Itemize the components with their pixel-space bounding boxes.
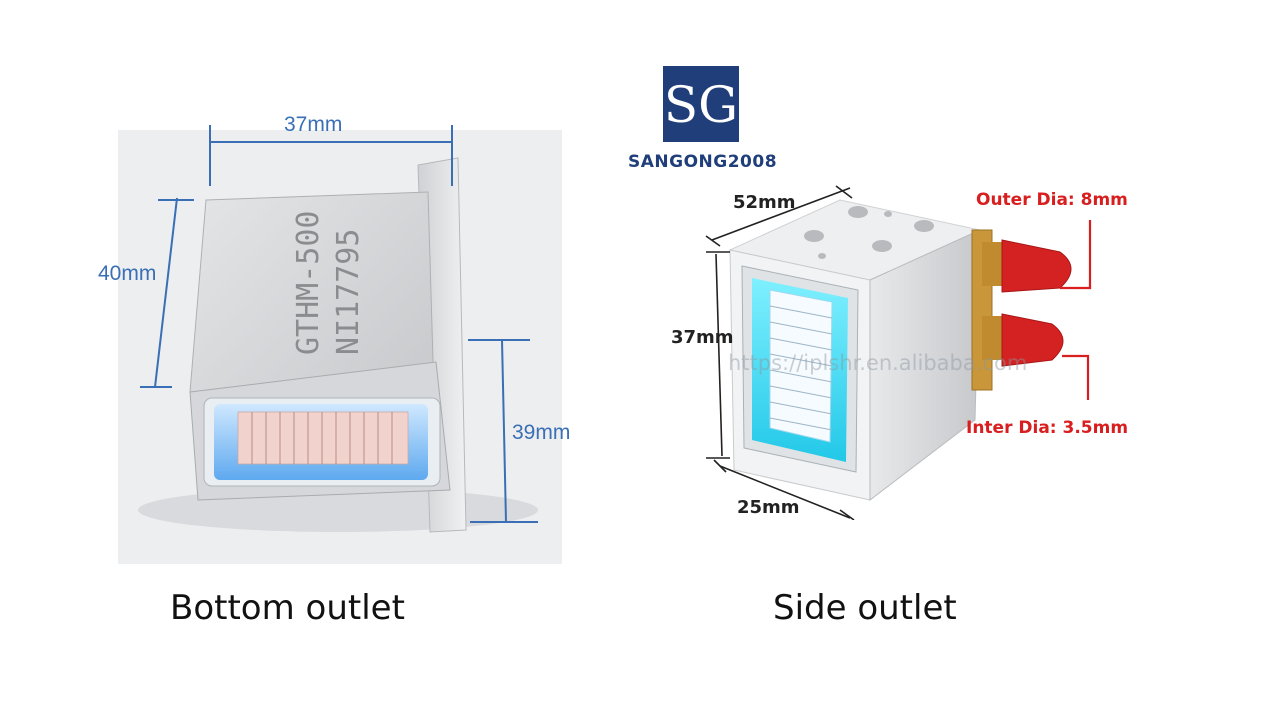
dim-depth-label: 39mm	[512, 421, 571, 444]
caption-bottom-outlet: Bottom outlet	[170, 588, 405, 628]
brand-logo: SG	[663, 66, 739, 142]
engraving-serial: NI17795	[331, 229, 366, 355]
engraving-model: GTHM-500	[291, 211, 326, 356]
dim-height-label: 40mm	[98, 262, 157, 285]
caption-side-outlet: Side outlet	[773, 588, 957, 628]
sg-logo-icon: SG	[664, 76, 738, 134]
dim-front-height-label: 37mm	[671, 327, 734, 348]
side-outlet-module-image	[705, 185, 1092, 520]
left-product-photo: GTHM-500 NI17795	[118, 130, 562, 564]
bottom-outlet-module-image: GTHM-500 NI17795	[138, 157, 538, 533]
brand-name: SANGONG2008	[628, 152, 778, 172]
dim-bottom-label: 25mm	[737, 497, 800, 518]
watermark-text: https://iplshr.en.alibaba.com	[728, 351, 1028, 375]
outer-dia-annotation: Outer Dia: 8mm	[976, 190, 1128, 210]
dim-width-label: 37mm	[284, 113, 343, 136]
left-dimension-lines	[140, 125, 538, 523]
inner-dia-annotation: Inter Dia: 3.5mm	[966, 418, 1129, 438]
svg-text:SG: SG	[664, 76, 738, 134]
dim-top-label: 52mm	[733, 192, 796, 213]
